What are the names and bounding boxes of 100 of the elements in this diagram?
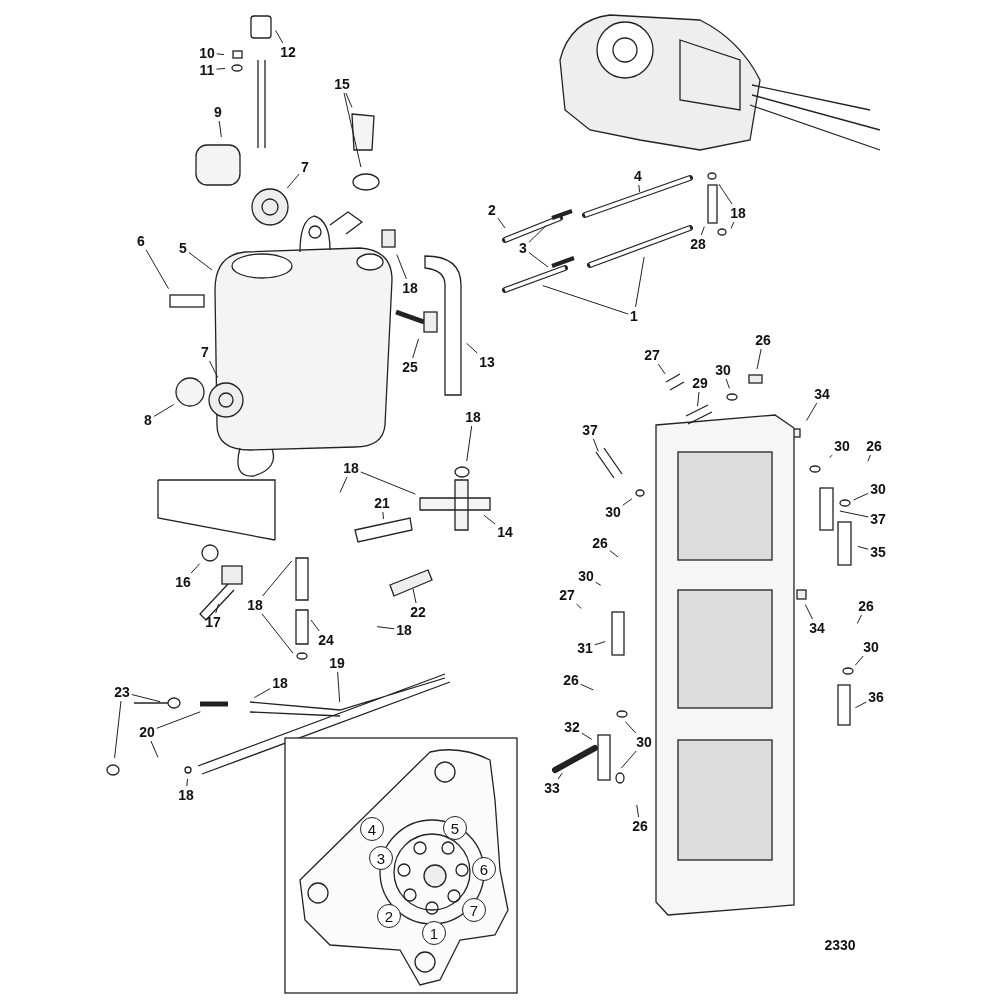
leader-line bbox=[343, 92, 362, 168]
leader-line bbox=[528, 224, 547, 243]
callout-number: 26 bbox=[857, 598, 875, 614]
leader-line bbox=[576, 603, 582, 610]
leader-line bbox=[337, 671, 341, 703]
leader-line bbox=[581, 732, 593, 740]
callout-number: 36 bbox=[867, 689, 885, 705]
leader-line bbox=[190, 563, 201, 574]
callout-number: 26 bbox=[591, 535, 609, 551]
leader-line bbox=[156, 711, 201, 729]
leader-line bbox=[345, 92, 353, 108]
leader-line bbox=[718, 183, 733, 205]
leader-line bbox=[609, 550, 619, 558]
leader-line bbox=[215, 603, 220, 614]
leader-line bbox=[580, 683, 594, 691]
leader-line bbox=[339, 476, 348, 493]
callout-number: 30 bbox=[577, 568, 595, 584]
leader-line bbox=[188, 251, 213, 271]
leader-line bbox=[382, 511, 385, 520]
leader-line bbox=[396, 254, 407, 280]
leader-line bbox=[262, 560, 293, 597]
callout-number: 18 bbox=[395, 622, 413, 638]
leader-line bbox=[145, 249, 169, 290]
callout-number: 24 bbox=[317, 632, 335, 648]
callout-number: 18 bbox=[401, 280, 419, 296]
callout-number: 25 bbox=[401, 359, 419, 375]
callout-number: 17 bbox=[204, 614, 222, 630]
leader-line bbox=[620, 750, 637, 769]
callout-number: 18 bbox=[246, 597, 264, 613]
callout-number: 6 bbox=[136, 233, 146, 249]
callout-number: 18 bbox=[342, 460, 360, 476]
figure-number: 2330 bbox=[823, 937, 857, 953]
callout-number: 11 bbox=[198, 62, 216, 78]
callout-number: 3 bbox=[518, 240, 528, 256]
leader-line bbox=[856, 614, 862, 625]
callout-number: 26 bbox=[754, 332, 772, 348]
callout-number: 27 bbox=[643, 347, 661, 363]
leader-line bbox=[360, 471, 416, 495]
callout-number: 8 bbox=[143, 412, 153, 428]
leader-line bbox=[657, 363, 666, 375]
leader-line bbox=[635, 256, 645, 308]
leader-line bbox=[466, 425, 473, 462]
leader-line bbox=[412, 338, 420, 359]
leader-line bbox=[622, 498, 633, 506]
callout-number: 22 bbox=[409, 604, 427, 620]
callout-number: 21 bbox=[373, 495, 391, 511]
callout-number: 7 bbox=[300, 159, 310, 175]
callout-number: 18 bbox=[271, 675, 289, 691]
callout-number: 29 bbox=[691, 375, 709, 391]
leader-line bbox=[215, 67, 226, 70]
leader-line bbox=[483, 514, 496, 525]
callout-number: 37 bbox=[869, 511, 887, 527]
leader-line bbox=[636, 804, 640, 818]
leader-line bbox=[186, 778, 189, 787]
callout-number: 30 bbox=[869, 481, 887, 497]
callout-number: 19 bbox=[328, 655, 346, 671]
leader-line bbox=[253, 688, 271, 699]
leader-line bbox=[592, 438, 599, 452]
leader-line bbox=[730, 221, 735, 229]
leader-line bbox=[412, 588, 417, 604]
callout-number: 28 bbox=[689, 236, 707, 252]
callout-number: 23 bbox=[113, 684, 131, 700]
callout-number: 30 bbox=[604, 504, 622, 520]
callout-number: 26 bbox=[865, 438, 883, 454]
callout-number: 35 bbox=[869, 544, 887, 560]
leader-line bbox=[638, 184, 641, 193]
callout-number: 1 bbox=[629, 308, 639, 324]
callout-number: 7 bbox=[200, 344, 210, 360]
leader-line bbox=[275, 29, 284, 44]
leader-line bbox=[310, 619, 320, 632]
leader-line bbox=[594, 641, 606, 646]
leader-line bbox=[542, 285, 629, 315]
leader-line bbox=[497, 217, 506, 229]
leader-line bbox=[114, 700, 122, 759]
callout-number: 16 bbox=[174, 574, 192, 590]
leader-line bbox=[853, 492, 869, 501]
callout-number: 4 bbox=[633, 168, 643, 184]
leader-line bbox=[209, 360, 219, 379]
leader-line bbox=[804, 603, 813, 620]
callout-number: 26 bbox=[631, 818, 649, 834]
leader-line bbox=[854, 655, 864, 666]
leader-line bbox=[595, 581, 602, 586]
leader-line bbox=[725, 378, 730, 389]
leader-line bbox=[839, 510, 869, 518]
callout-number: 14 bbox=[496, 524, 514, 540]
leader-line bbox=[376, 626, 395, 630]
callout-number: 30 bbox=[714, 362, 732, 378]
leader-line bbox=[557, 772, 563, 780]
leader-line bbox=[261, 613, 294, 654]
callout-number: 33 bbox=[543, 780, 561, 796]
leader-line bbox=[829, 454, 833, 459]
callout-number: 34 bbox=[813, 386, 831, 402]
callout-number: 5 bbox=[178, 240, 188, 256]
leader-line bbox=[216, 53, 225, 56]
callout-number: 34 bbox=[808, 620, 826, 636]
leader-line bbox=[756, 348, 762, 370]
callout-number: 12 bbox=[279, 44, 297, 60]
callout-number: 18 bbox=[464, 409, 482, 425]
callout-number: 18 bbox=[729, 205, 747, 221]
leader-line bbox=[153, 404, 175, 417]
